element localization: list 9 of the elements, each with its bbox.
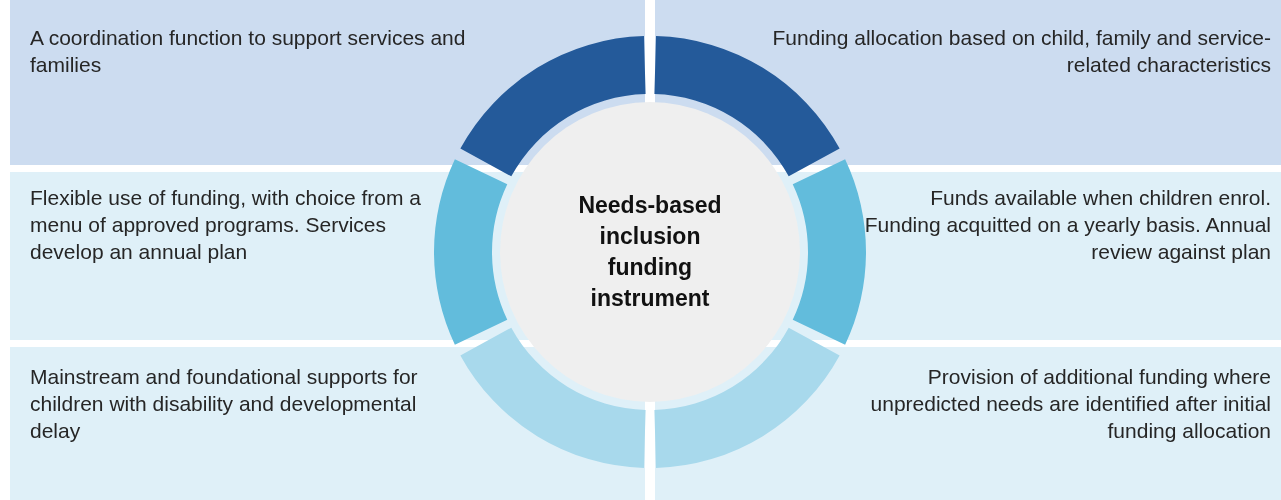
panel-text: Funds available when children enrol. Funding acquitted on a yearly basis. Annual review against plan bbox=[863, 185, 1271, 265]
panel-text: Provision of additional funding where unpredicted needs are identified after initial funding allocation bbox=[869, 364, 1271, 444]
panel-text: Flexible use of funding, with choice from a menu of approved programs. Services develop an annual plan bbox=[30, 185, 423, 265]
panel-text: Mainstream and foundational supports for children with disability and developmental delay bbox=[30, 364, 419, 444]
text-panel bbox=[10, 172, 450, 340]
text-panel bbox=[850, 172, 1281, 340]
center-title: Needs-based inclusion funding instrument bbox=[577, 191, 723, 313]
panel-text: Funding allocation based on child, family and service-related characteristics bbox=[771, 25, 1271, 78]
panel-text: A coordination function to support services and families bbox=[30, 25, 467, 78]
